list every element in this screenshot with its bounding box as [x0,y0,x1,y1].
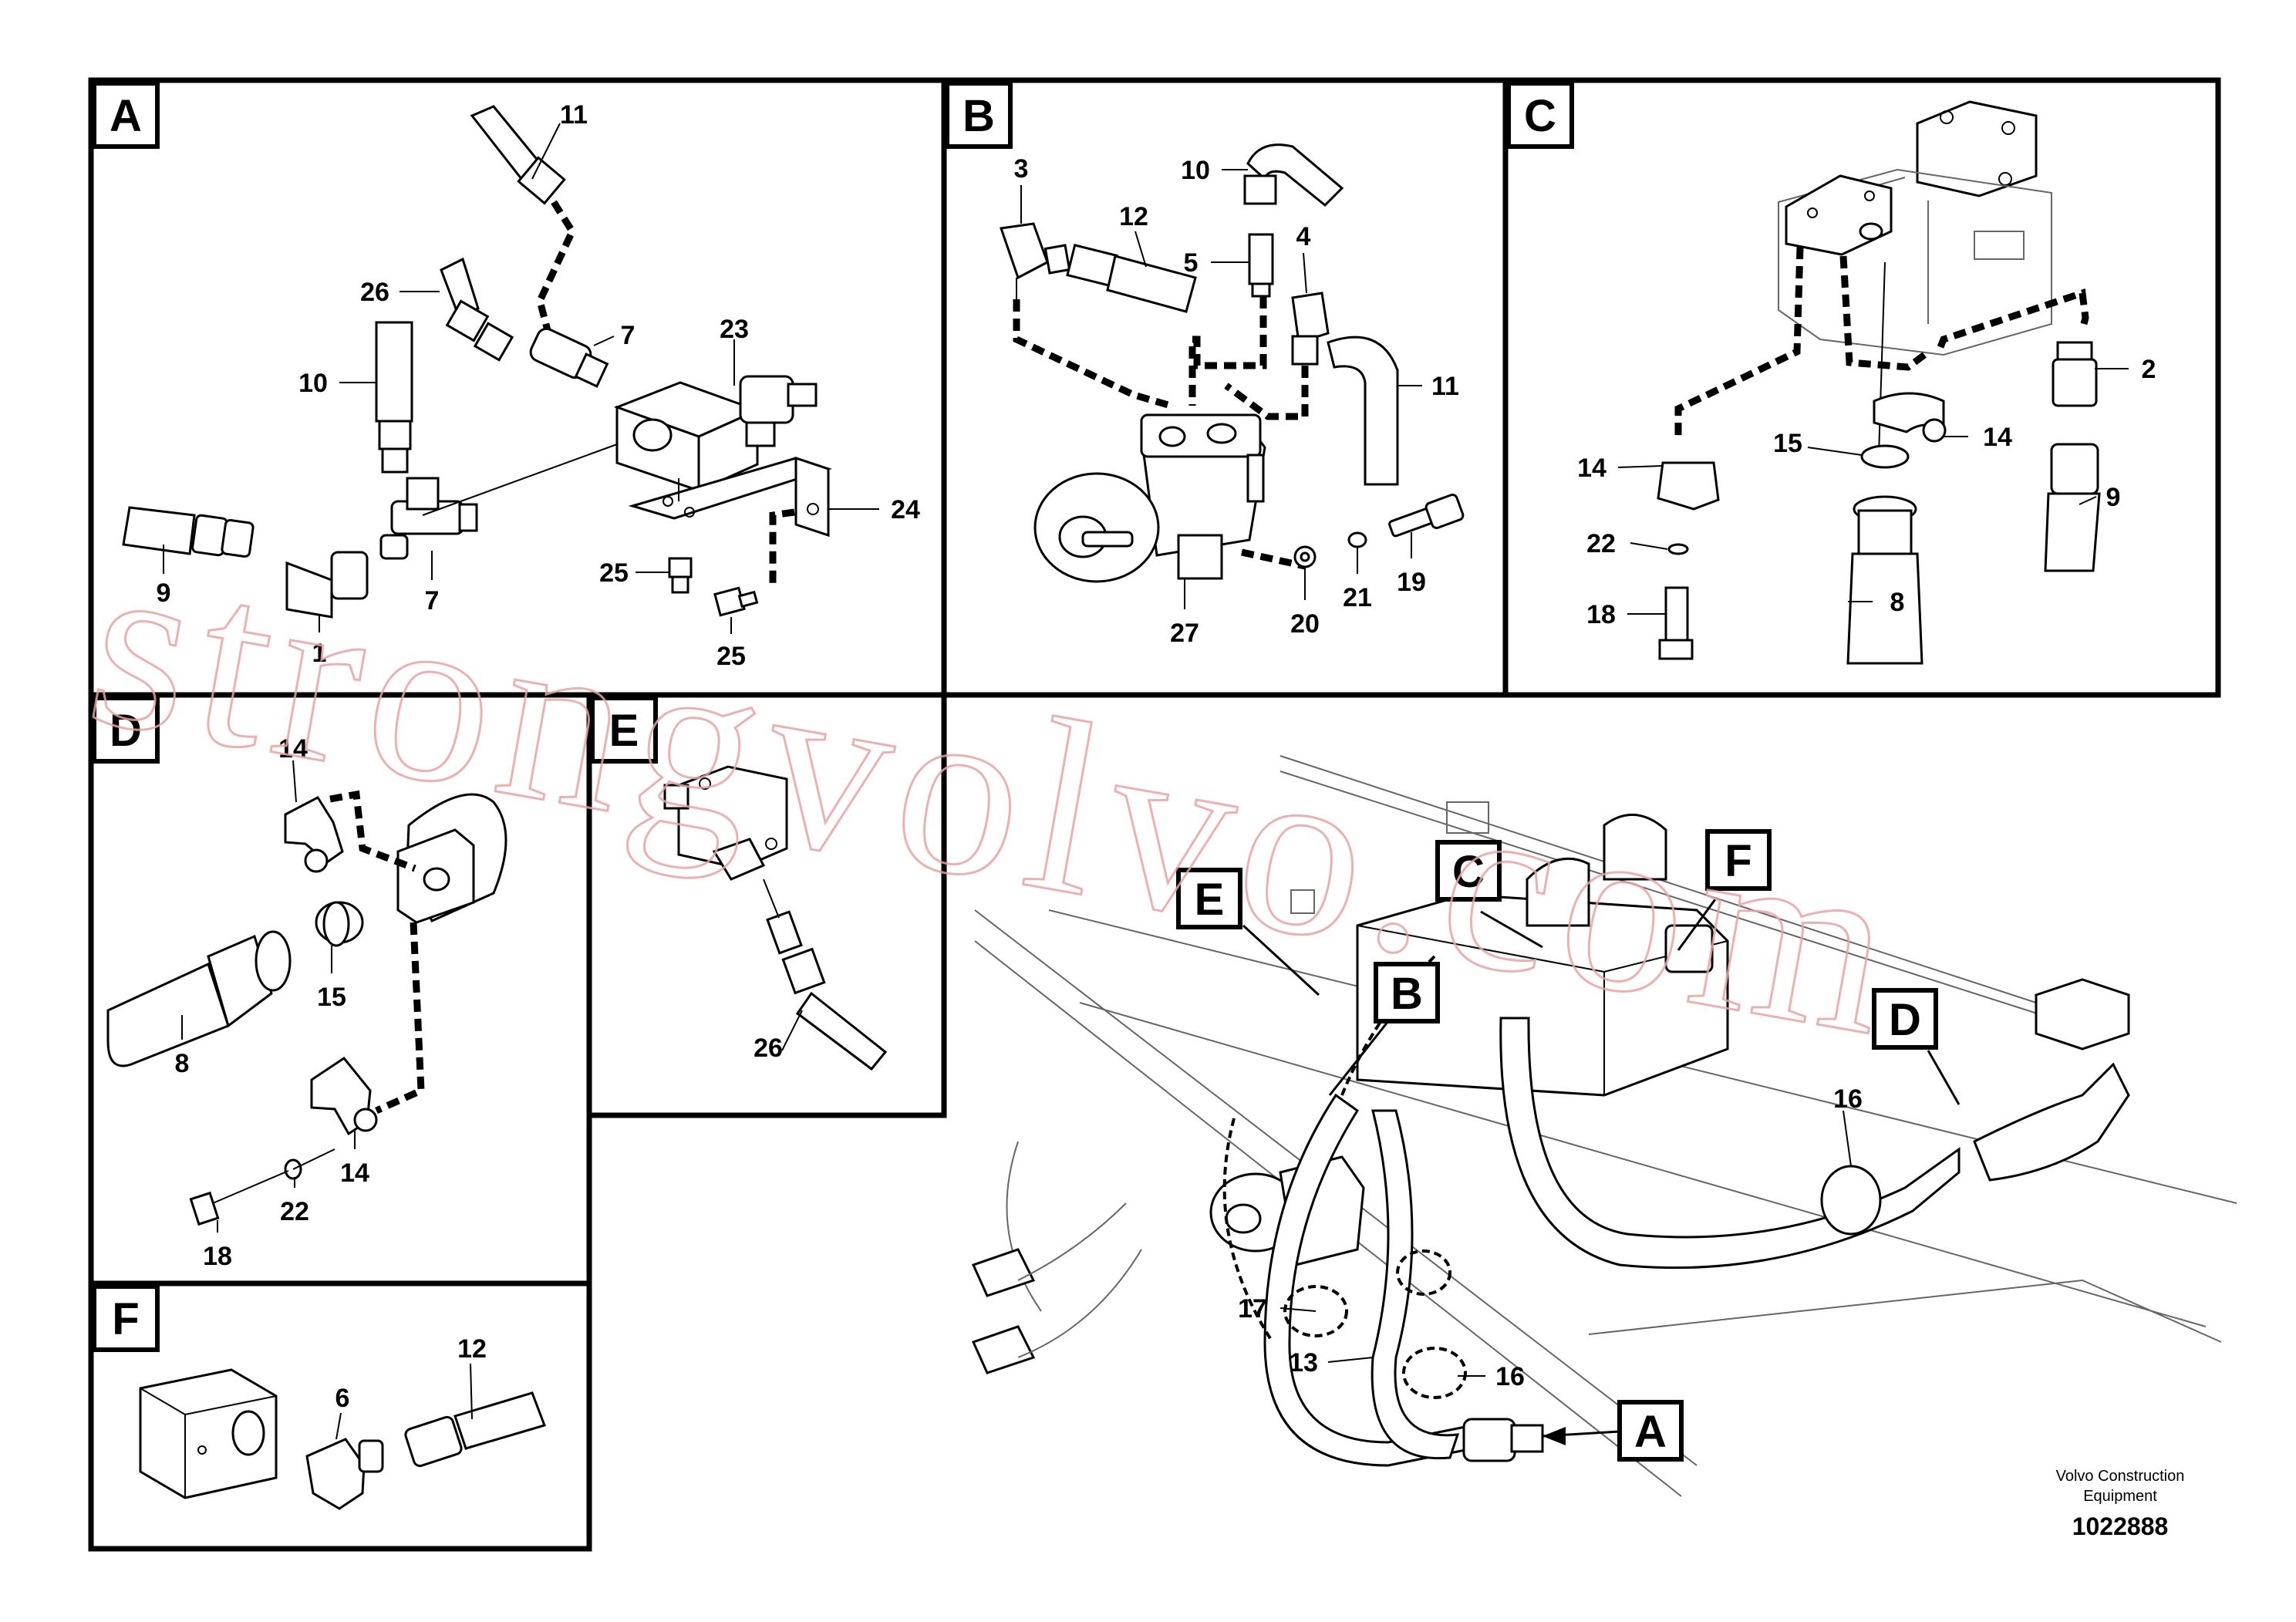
callout-23: 23 [720,315,749,344]
callout-25-lower: 25 [716,642,746,671]
panel-B-tag: B [945,81,1013,149]
svg-text:A: A [1634,1407,1667,1457]
company-line-2: Equipment [2083,1488,2157,1505]
panel-B-callouts: 10 3 12 5 4 11 27 20 21 19 [1014,154,1459,648]
panel-E-artwork [663,765,888,1071]
callout-7: 7 [621,321,636,350]
panel-D-tag: D [92,696,160,764]
overview-tag-A: A [1542,1400,1684,1462]
panel-A-artwork [122,105,832,619]
svg-text:D: D [1889,995,1921,1045]
callout-8: 8 [175,1049,190,1078]
callout-17: 17 [1238,1294,1267,1324]
overview-tag-F: F [1677,829,1772,951]
callout-25-upper: 25 [599,558,629,588]
svg-text:D: D [110,706,142,756]
panel-D-callouts: 14 15 8 22 14 18 [175,734,369,1271]
svg-text:C: C [1524,91,1556,141]
panel-A-tag: A [92,81,160,149]
callout-14-top: 14 [278,734,308,764]
callout-22: 22 [280,1197,309,1226]
callout-22: 22 [1586,529,1616,558]
callout-7-lower: 7 [425,586,440,615]
panel-E-callouts: 26 [754,1010,803,1063]
svg-text:A: A [110,91,142,141]
callout-5: 5 [1184,248,1199,278]
company-line-1: Volvo Construction [2056,1468,2185,1485]
callout-16-upper: 16 [1833,1084,1863,1114]
callout-1: 1 [312,639,327,668]
svg-text:B: B [963,91,995,141]
panel-frames [88,77,2221,1552]
panel-E-tag: E [590,696,658,764]
callout-10: 10 [298,369,328,398]
panel-F-artwork [139,1368,546,1510]
panel-C-artwork [1657,100,2101,665]
callout-16-lower: 16 [1495,1362,1525,1391]
panel-C-tag: C [1506,81,1574,149]
callout-14-left: 14 [1577,454,1607,483]
callout-12: 12 [457,1334,487,1364]
panel-A-callouts: 11 26 7 23 10 24 9 25 1 7 25 [157,100,920,671]
callout-15: 15 [317,983,346,1012]
panel-C-callouts: 2 15 14 14 9 22 18 8 [1577,355,2156,629]
callout-11: 11 [1431,372,1459,401]
callout-9: 9 [157,578,171,608]
panel-B-artwork [999,143,1465,583]
panel-F-callouts: 6 12 [335,1334,487,1440]
svg-text:E: E [609,706,639,756]
svg-text:F: F [1725,836,1752,886]
callout-10: 10 [1181,156,1210,185]
callout-13: 13 [1289,1348,1318,1378]
callout-24: 24 [891,495,920,524]
callout-18: 18 [1586,600,1616,629]
callout-26: 26 [754,1034,783,1063]
callout-20: 20 [1290,609,1320,639]
svg-text:E: E [1195,875,1225,925]
callout-8: 8 [1890,588,1905,617]
overview-tag-E: E [1176,868,1320,996]
svg-text:B: B [1391,969,1423,1019]
callout-14-right: 14 [1983,423,2012,452]
callout-19: 19 [1397,568,1426,597]
overview-tag-C: C [1435,840,1543,949]
callout-4: 4 [1296,222,1311,251]
drawing-number: 1022888 [2072,1512,2169,1540]
callout-9: 9 [2106,483,2121,512]
overview-artwork [971,755,2237,1497]
callout-21: 21 [1343,583,1372,612]
callout-6: 6 [335,1384,350,1413]
callout-26: 26 [360,278,389,307]
overview-tag-B: B [1328,962,1440,1096]
panel-F-tag: F [92,1284,160,1352]
overview-tag-D: D [1872,988,1961,1105]
svg-text:C: C [1452,847,1485,897]
callout-14-bottom: 14 [340,1158,369,1188]
svg-text:F: F [112,1294,139,1344]
overview-callouts: 17 13 16 16 [1238,1084,1863,1391]
callout-11: 11 [560,100,588,130]
watermark-text: strongvolvo.com [73,503,1920,1089]
callout-3: 3 [1014,154,1029,184]
footer-block: Volvo Construction Equipment 1022888 [2056,1468,2185,1540]
callout-2: 2 [2142,355,2156,384]
panel-D-artwork [106,790,507,1226]
callout-15: 15 [1773,429,1802,458]
callout-18: 18 [203,1242,232,1271]
callout-12: 12 [1119,202,1148,231]
callout-27: 27 [1170,619,1199,648]
